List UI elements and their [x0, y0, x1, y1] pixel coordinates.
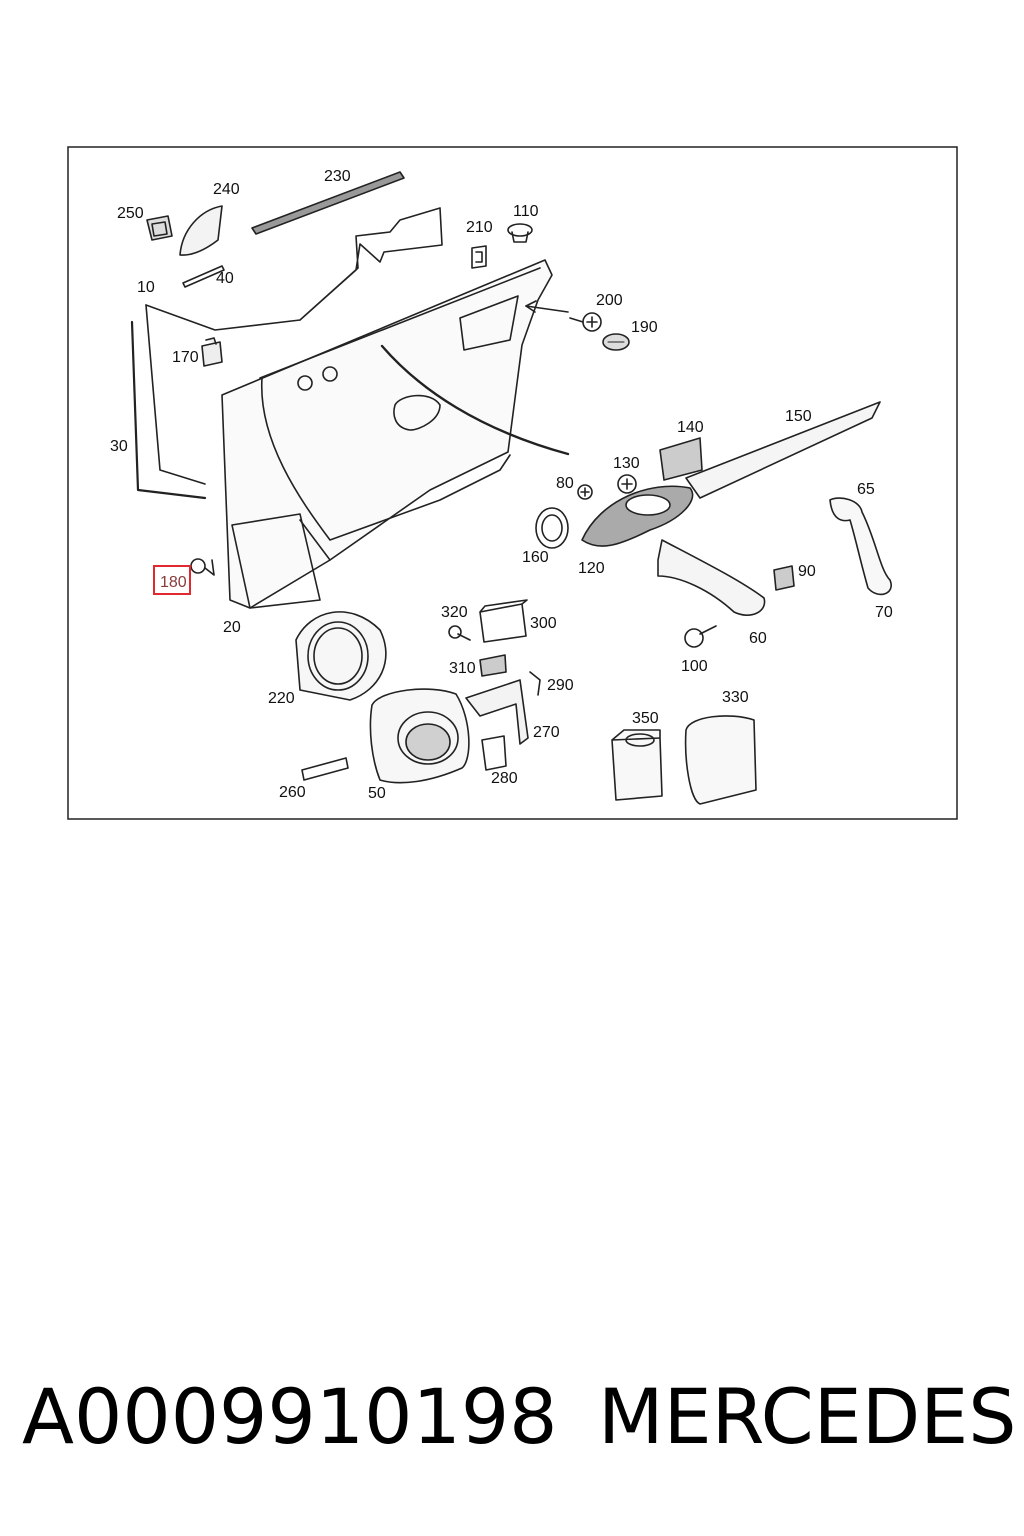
label-110: 110 [513, 203, 539, 220]
label-150: 150 [785, 408, 812, 425]
label-290: 290 [547, 677, 574, 694]
part-320-screw [448, 625, 471, 641]
label-140: 140 [677, 419, 704, 436]
part-number: A0009910198 [22, 1372, 558, 1461]
label-10: 10 [137, 279, 155, 296]
label-20: 20 [223, 619, 241, 636]
part-250-clip [146, 215, 173, 241]
part-30-seal [130, 320, 207, 500]
part-90-clip [773, 565, 795, 591]
part-290-clip [529, 671, 541, 696]
part-130-screw [617, 474, 637, 494]
label-320: 320 [441, 604, 468, 621]
label-65: 65 [857, 481, 875, 498]
label-230: 230 [324, 168, 351, 185]
label-70: 70 [875, 604, 893, 621]
brand-name: MERCEDES [598, 1372, 1017, 1461]
part-220-speaker-ring [295, 611, 387, 701]
label-190: 190 [631, 319, 658, 336]
part-190-badge [602, 333, 630, 351]
part-40-bar [182, 265, 225, 288]
part-300-box [479, 599, 528, 643]
part-310-bracket [479, 654, 507, 677]
label-170: 170 [172, 349, 199, 366]
label-260: 260 [279, 784, 306, 801]
label-130: 130 [613, 455, 640, 472]
label-280: 280 [491, 770, 518, 787]
part-270-holder [465, 679, 529, 745]
label-40: 40 [216, 270, 234, 287]
part-240-cover [179, 205, 223, 256]
label-350: 350 [632, 710, 659, 727]
part-150-strip [685, 401, 881, 499]
part-330-box [684, 715, 757, 805]
label-300: 300 [530, 615, 557, 632]
label-270: 270 [533, 724, 560, 741]
part-10-membrane [145, 207, 443, 331]
part-65-70-grab-handle [829, 497, 892, 596]
label-90: 90 [798, 563, 816, 580]
part-200-screw [569, 312, 602, 332]
part-210-clip [471, 245, 487, 269]
callout-labels: 250 240 230 210 110 10 40 200 190 170 30… [110, 168, 893, 802]
part-80-screw [577, 484, 593, 500]
highlight-box-180 [153, 565, 191, 595]
part-140-bracket [659, 437, 703, 481]
label-330: 330 [722, 689, 749, 706]
label-60: 60 [749, 630, 767, 647]
part-110-grommet [507, 223, 533, 243]
label-250: 250 [117, 205, 144, 222]
label-80: 80 [556, 475, 574, 492]
label-120: 120 [578, 560, 605, 577]
part-100-screw [684, 625, 717, 648]
label-200: 200 [596, 292, 623, 309]
label-30: 30 [110, 438, 128, 455]
diagram-frame [67, 146, 958, 820]
label-50: 50 [368, 785, 386, 802]
part-50-speaker-grille [369, 688, 470, 784]
part-280-plate [481, 735, 507, 771]
part-160-ring [535, 507, 569, 549]
label-160: 160 [522, 549, 549, 566]
label-310: 310 [449, 660, 476, 677]
part-60-handle [657, 539, 766, 616]
part-260-badge [301, 757, 349, 781]
label-240: 240 [213, 181, 240, 198]
label-100: 100 [681, 658, 708, 675]
part-230-strip [251, 171, 405, 235]
part-350-cupholder [611, 729, 663, 801]
label-180: 180 [160, 574, 187, 591]
part-170-clip [201, 337, 223, 367]
label-210: 210 [466, 219, 493, 236]
label-220: 220 [268, 690, 295, 707]
part-20-door-panel [221, 259, 553, 609]
